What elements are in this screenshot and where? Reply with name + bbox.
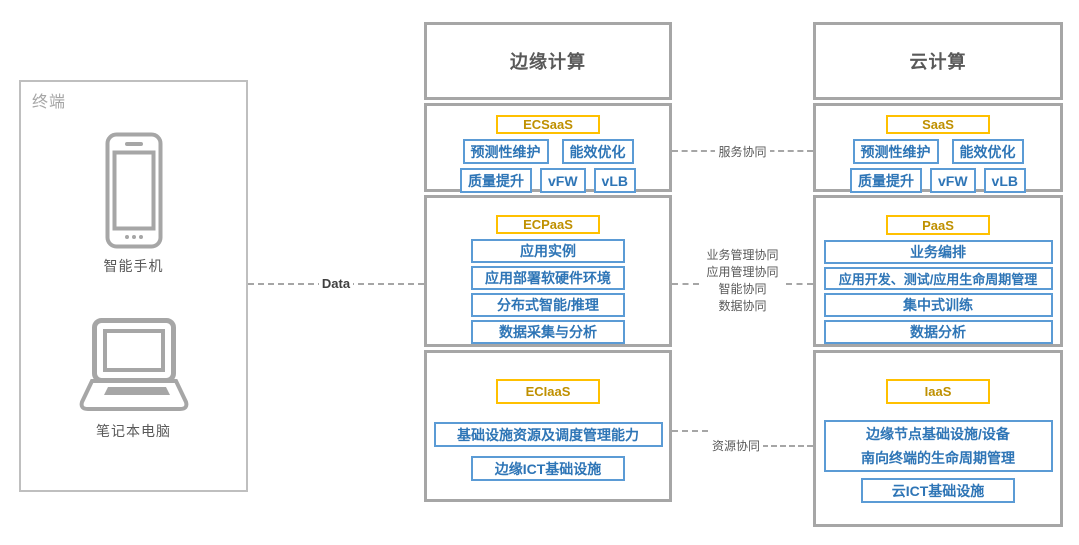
management-connector-line-right	[786, 283, 813, 285]
edge-saas-row2: 质量提升 vFW vLB	[459, 168, 636, 193]
capability-box: 数据采集与分析	[471, 320, 625, 344]
service-connector-label: 服务协同	[672, 143, 813, 160]
smartphone-icon	[105, 132, 162, 249]
capability-box: vLB	[983, 168, 1026, 193]
edge-saas-row1: 预测性维护 能效优化	[462, 139, 634, 164]
edge-saas-section: ECSaaS 预测性维护 能效优化 质量提升 vFW vLB	[424, 103, 672, 193]
saas-tag: SaaS	[886, 115, 990, 134]
capability-box: 应用实例	[471, 239, 625, 263]
smartphone-label: 智能手机	[103, 258, 164, 274]
capability-box: 质量提升	[459, 168, 532, 193]
capability-box: vFW	[539, 168, 586, 193]
edge-paas-section: ECPaaS 应用实例 应用部署软硬件环境 分布式智能/推理 数据采集与分析	[424, 195, 672, 347]
cloud-iaas-section: IaaS 边缘节点基础设施/设备 南向终端的生命周期管理 云ICT基础设施	[813, 350, 1063, 527]
capability-box: 能效优化	[561, 139, 634, 164]
capability-box: 基础设施资源及调度管理能力	[433, 422, 663, 447]
cloud-paas-section: PaaS 业务编排 应用开发、测试/应用生命周期管理 集中式训练 数据分析	[813, 195, 1063, 347]
capability-box: 集中式训练	[823, 293, 1053, 317]
iaas-big-box-line2: 南向终端的生命周期管理	[861, 450, 1015, 466]
management-label: 智能协同	[718, 282, 767, 296]
capability-box: 能效优化	[951, 139, 1024, 164]
ecsaas-tag: ECSaaS	[496, 115, 600, 134]
capability-box: 应用开发、测试/应用生命周期管理	[823, 267, 1053, 290]
management-label: 应用管理协同	[706, 265, 779, 279]
capability-box: 预测性维护	[462, 139, 549, 164]
edge-computing-header: 边缘计算	[424, 22, 672, 100]
capability-box: 质量提升	[849, 168, 922, 193]
cloud-saas-row2: 质量提升 vFW vLB	[849, 168, 1026, 193]
terminal-devices: 智能手机 笔记本电脑	[21, 82, 246, 490]
iaas-big-box-line1: 边缘节点基础设施/设备	[866, 426, 1010, 442]
edge-iaas-section: ECIaaS 基础设施资源及调度管理能力 边缘ICT基础设施	[424, 350, 672, 502]
eciaas-tag: ECIaaS	[496, 379, 600, 404]
capability-box: 应用部署软硬件环境	[471, 266, 625, 290]
ecpaas-tag: ECPaaS	[496, 215, 600, 234]
cloud-computing-header: 云计算	[813, 22, 1063, 100]
capability-box: 预测性维护	[852, 139, 939, 164]
management-label: 业务管理协同	[706, 248, 779, 262]
capability-box: 分布式智能/推理	[471, 293, 625, 317]
resource-connector-line-right	[762, 445, 813, 447]
edge-computing-title: 边缘计算	[510, 52, 586, 72]
capability-box: 云ICT基础设施	[861, 478, 1015, 503]
capability-box: 业务编排	[823, 240, 1053, 264]
resource-connector-line-left	[672, 430, 708, 432]
cloud-saas-row1: 预测性维护 能效优化	[852, 139, 1024, 164]
iaas-tag: IaaS	[886, 379, 990, 404]
resource-connector-label: 资源协同	[688, 437, 784, 454]
capability-box: 边缘ICT基础设施	[471, 456, 625, 481]
management-connector-line-left	[672, 283, 699, 285]
paas-tag: PaaS	[886, 215, 990, 235]
laptop-icon	[79, 318, 188, 411]
capability-box: 数据分析	[823, 320, 1053, 344]
laptop-label: 笔记本电脑	[96, 423, 171, 439]
cloud-saas-section: SaaS 预测性维护 能效优化 质量提升 vFW vLB	[813, 103, 1063, 193]
terminal-panel: 终端 智能手机 笔记本电脑	[19, 80, 248, 492]
management-connector-labels: 业务管理协同 应用管理协同 智能协同 数据协同	[672, 247, 813, 315]
management-label: 数据协同	[718, 299, 767, 313]
terminal-panel-title: 终端	[32, 94, 67, 111]
data-connector-label: Data	[248, 276, 424, 291]
capability-box: 边缘节点基础设施/设备 南向终端的生命周期管理	[823, 420, 1053, 472]
capability-box: vLB	[593, 168, 636, 193]
cloud-computing-title: 云计算	[909, 52, 967, 72]
capability-box: vFW	[929, 168, 976, 193]
